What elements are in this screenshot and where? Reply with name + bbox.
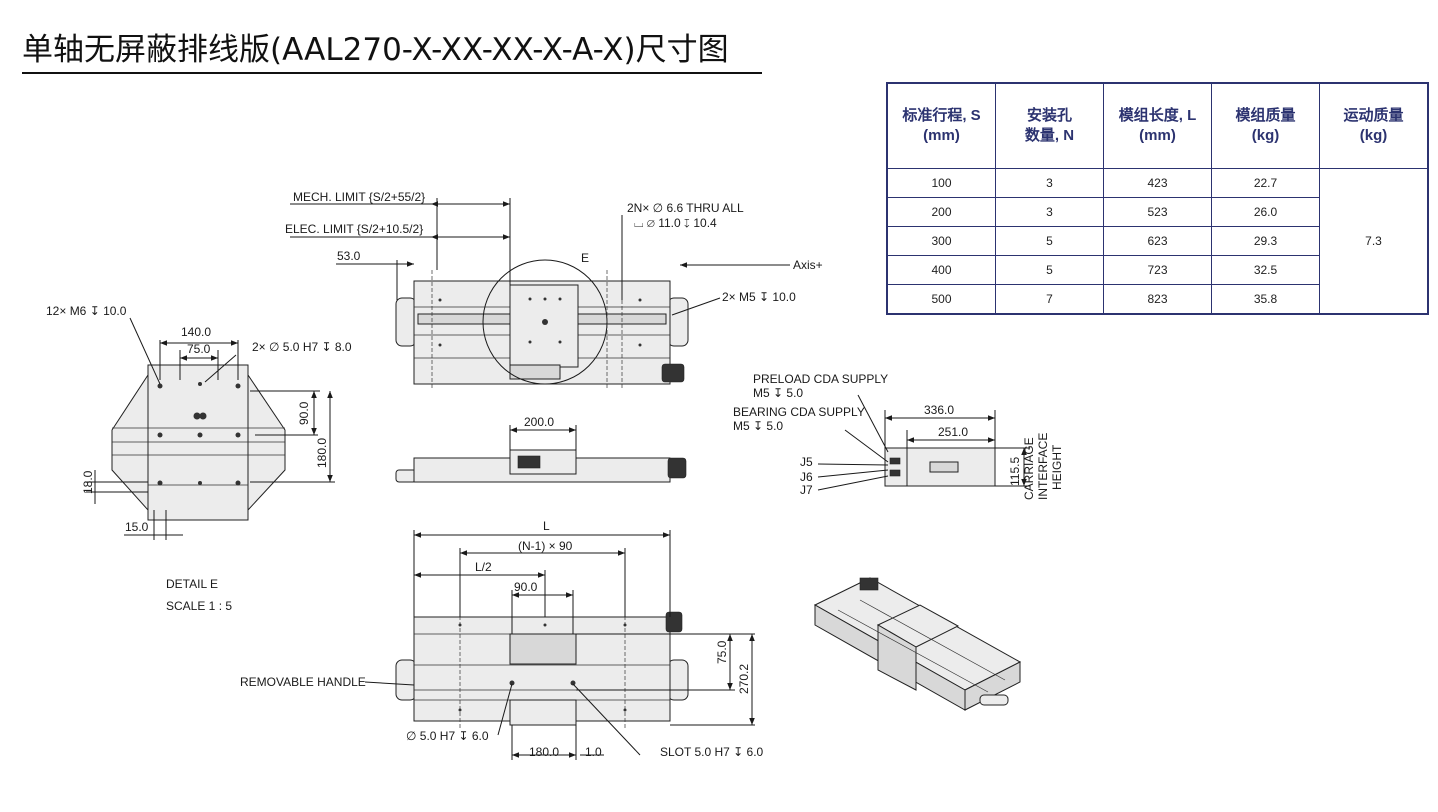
connector: [661, 363, 685, 383]
iso-handle: [979, 694, 1009, 706]
cell-length: 423: [1103, 168, 1212, 198]
m5-holes-label: 2× M5 ↧ 10.0: [722, 290, 796, 304]
end-view: PRELOAD CDA SUPPLY M5 ↧ 5.0 BEARING CDA …: [733, 372, 1064, 500]
preload-thread: M5 ↧ 5.0: [753, 386, 803, 400]
m6-holes-label: 12× M6 ↧ 10.0: [46, 304, 127, 318]
page-title: 单轴无屏蔽排线版(AAL270-X-XX-XX-X-A-X)尺寸图: [22, 32, 729, 68]
top-view: MECH. LIMIT {S/2+55/2} ELEC. LIMIT {S/2+…: [285, 190, 823, 390]
dim-251: 251.0: [938, 425, 968, 439]
bearing-thread: M5 ↧ 5.0: [733, 419, 783, 433]
thru-holes-label: 2N× ∅ 6.6 THRU ALL: [627, 201, 744, 215]
removable-handle-label: REMOVABLE HANDLE: [240, 675, 366, 689]
side-end-block: [667, 457, 687, 479]
dim-75: 75.0: [187, 342, 211, 356]
spec-table: 标准行程, S (mm) 安装孔 数量, N 模组长度, L (mm) 模组质量…: [886, 82, 1429, 315]
mech-limit-label: MECH. LIMIT {S/2+55/2}: [293, 190, 425, 204]
dim-15: 15.0: [125, 520, 149, 534]
dim-115: 115.5: [1008, 457, 1022, 486]
left-handle: [395, 297, 417, 347]
cell-stroke: 400: [886, 255, 996, 285]
cell-stroke: 500: [886, 284, 996, 315]
side-left-handle: [395, 469, 417, 483]
dim-180-horizontal: 180.0: [529, 745, 559, 759]
dim-270: 270.2: [737, 664, 751, 694]
table-header-row: 标准行程, S (mm) 安装孔 数量, N 模组长度, L (mm) 模组质量…: [886, 82, 1429, 169]
right-handle: [667, 297, 689, 347]
slot-label: SLOT 5.0 H7 ↧ 6.0: [660, 745, 764, 759]
isometric-view: [813, 577, 1022, 711]
detail-title: DETAIL E: [166, 577, 218, 591]
bottom-carriage-top: [509, 633, 577, 665]
header-moving-mass: 运动质量 (kg): [1319, 82, 1429, 169]
side-connector: [517, 455, 541, 469]
header-length: 模组长度, L (mm): [1103, 82, 1212, 169]
dim-75-vertical: 75.0: [715, 640, 729, 664]
cable-block: [509, 364, 561, 380]
table-row: 400 5 723 32.5: [886, 255, 1428, 285]
cell-mass: 29.3: [1211, 226, 1320, 256]
carriage-height-label: CARRIAGE: [1022, 437, 1036, 500]
cell-mass: 22.7: [1211, 168, 1320, 198]
cell-holes: 5: [995, 255, 1104, 285]
dim-336: 336.0: [924, 403, 954, 417]
detail-letter: E: [581, 251, 589, 265]
axis-label: Axis+: [793, 258, 823, 272]
j5-label: J5: [800, 455, 813, 469]
cell-length: 823: [1103, 284, 1212, 315]
header-mass: 模组质量 (kg): [1211, 82, 1320, 169]
side-view: 200.0: [395, 415, 687, 483]
end-slot: [929, 461, 959, 473]
dim-180-vertical: 180.0: [315, 438, 329, 468]
preload-label: PRELOAD CDA SUPPLY: [753, 372, 888, 386]
carriage-height-label-3: HEIGHT: [1050, 444, 1064, 490]
bottom-view: L (N-1) × 90 L/2 90.0 75.0 270.2 REMOVAB…: [240, 519, 764, 760]
dim-90-horizontal: 90.0: [514, 580, 538, 594]
carriage-height-label-2: INTERFACE: [1036, 433, 1050, 500]
counterbore-label: ⌴ ∅ 11.0 ↧ 10.4: [634, 216, 717, 230]
end-carriage: [884, 447, 908, 487]
dim-53: 53.0: [337, 249, 361, 263]
dim-90-vertical: 90.0: [297, 401, 311, 425]
cell-moving-mass: 7.3: [1319, 168, 1429, 315]
dim-140: 140.0: [181, 325, 211, 339]
dim-200: 200.0: [524, 415, 554, 429]
dim-1: 1.0: [585, 745, 602, 759]
bottom-carriage-lower: [509, 699, 577, 726]
j7-label: J7: [800, 483, 813, 497]
cell-stroke: 200: [886, 197, 996, 227]
cell-mass: 26.0: [1211, 197, 1320, 227]
dim-L2: L/2: [475, 560, 492, 574]
carriage: [509, 284, 579, 368]
bottom-connector: [665, 611, 683, 633]
h7-holes-label: 2× ∅ 5.0 H7 ↧ 8.0: [252, 340, 352, 354]
pin-hole-label: ∅ 5.0 H7 ↧ 6.0: [406, 729, 489, 743]
dim-L: L: [543, 519, 550, 533]
table-row: 300 5 623 29.3: [886, 226, 1428, 256]
bottom-right-handle: [667, 659, 689, 701]
bearing-label: BEARING CDA SUPPLY: [733, 405, 865, 419]
cell-holes: 3: [995, 197, 1104, 227]
bottom-left-handle: [395, 659, 417, 701]
dim-n90: (N-1) × 90: [518, 539, 573, 553]
detail-scale: SCALE 1 : 5: [166, 599, 232, 613]
iso-connector: [859, 577, 879, 591]
cell-mass: 32.5: [1211, 255, 1320, 285]
detail-carriage: [147, 364, 249, 521]
cell-mass: 35.8: [1211, 284, 1320, 315]
cell-length: 623: [1103, 226, 1212, 256]
title-underline: [22, 72, 762, 74]
dim-18: 18.0: [81, 470, 95, 494]
detail-view: 12× M6 ↧ 10.0 140.0 75.0 2× ∅ 5.0 H7 ↧ 8…: [46, 304, 352, 613]
table-row: 500 7 823 35.8: [886, 284, 1428, 315]
iso-end-surface: [964, 661, 1021, 711]
iso-carriage-side: [877, 624, 917, 691]
j6-label: J6: [800, 470, 813, 484]
elec-limit-label: ELEC. LIMIT {S/2+10.5/2}: [285, 222, 423, 236]
